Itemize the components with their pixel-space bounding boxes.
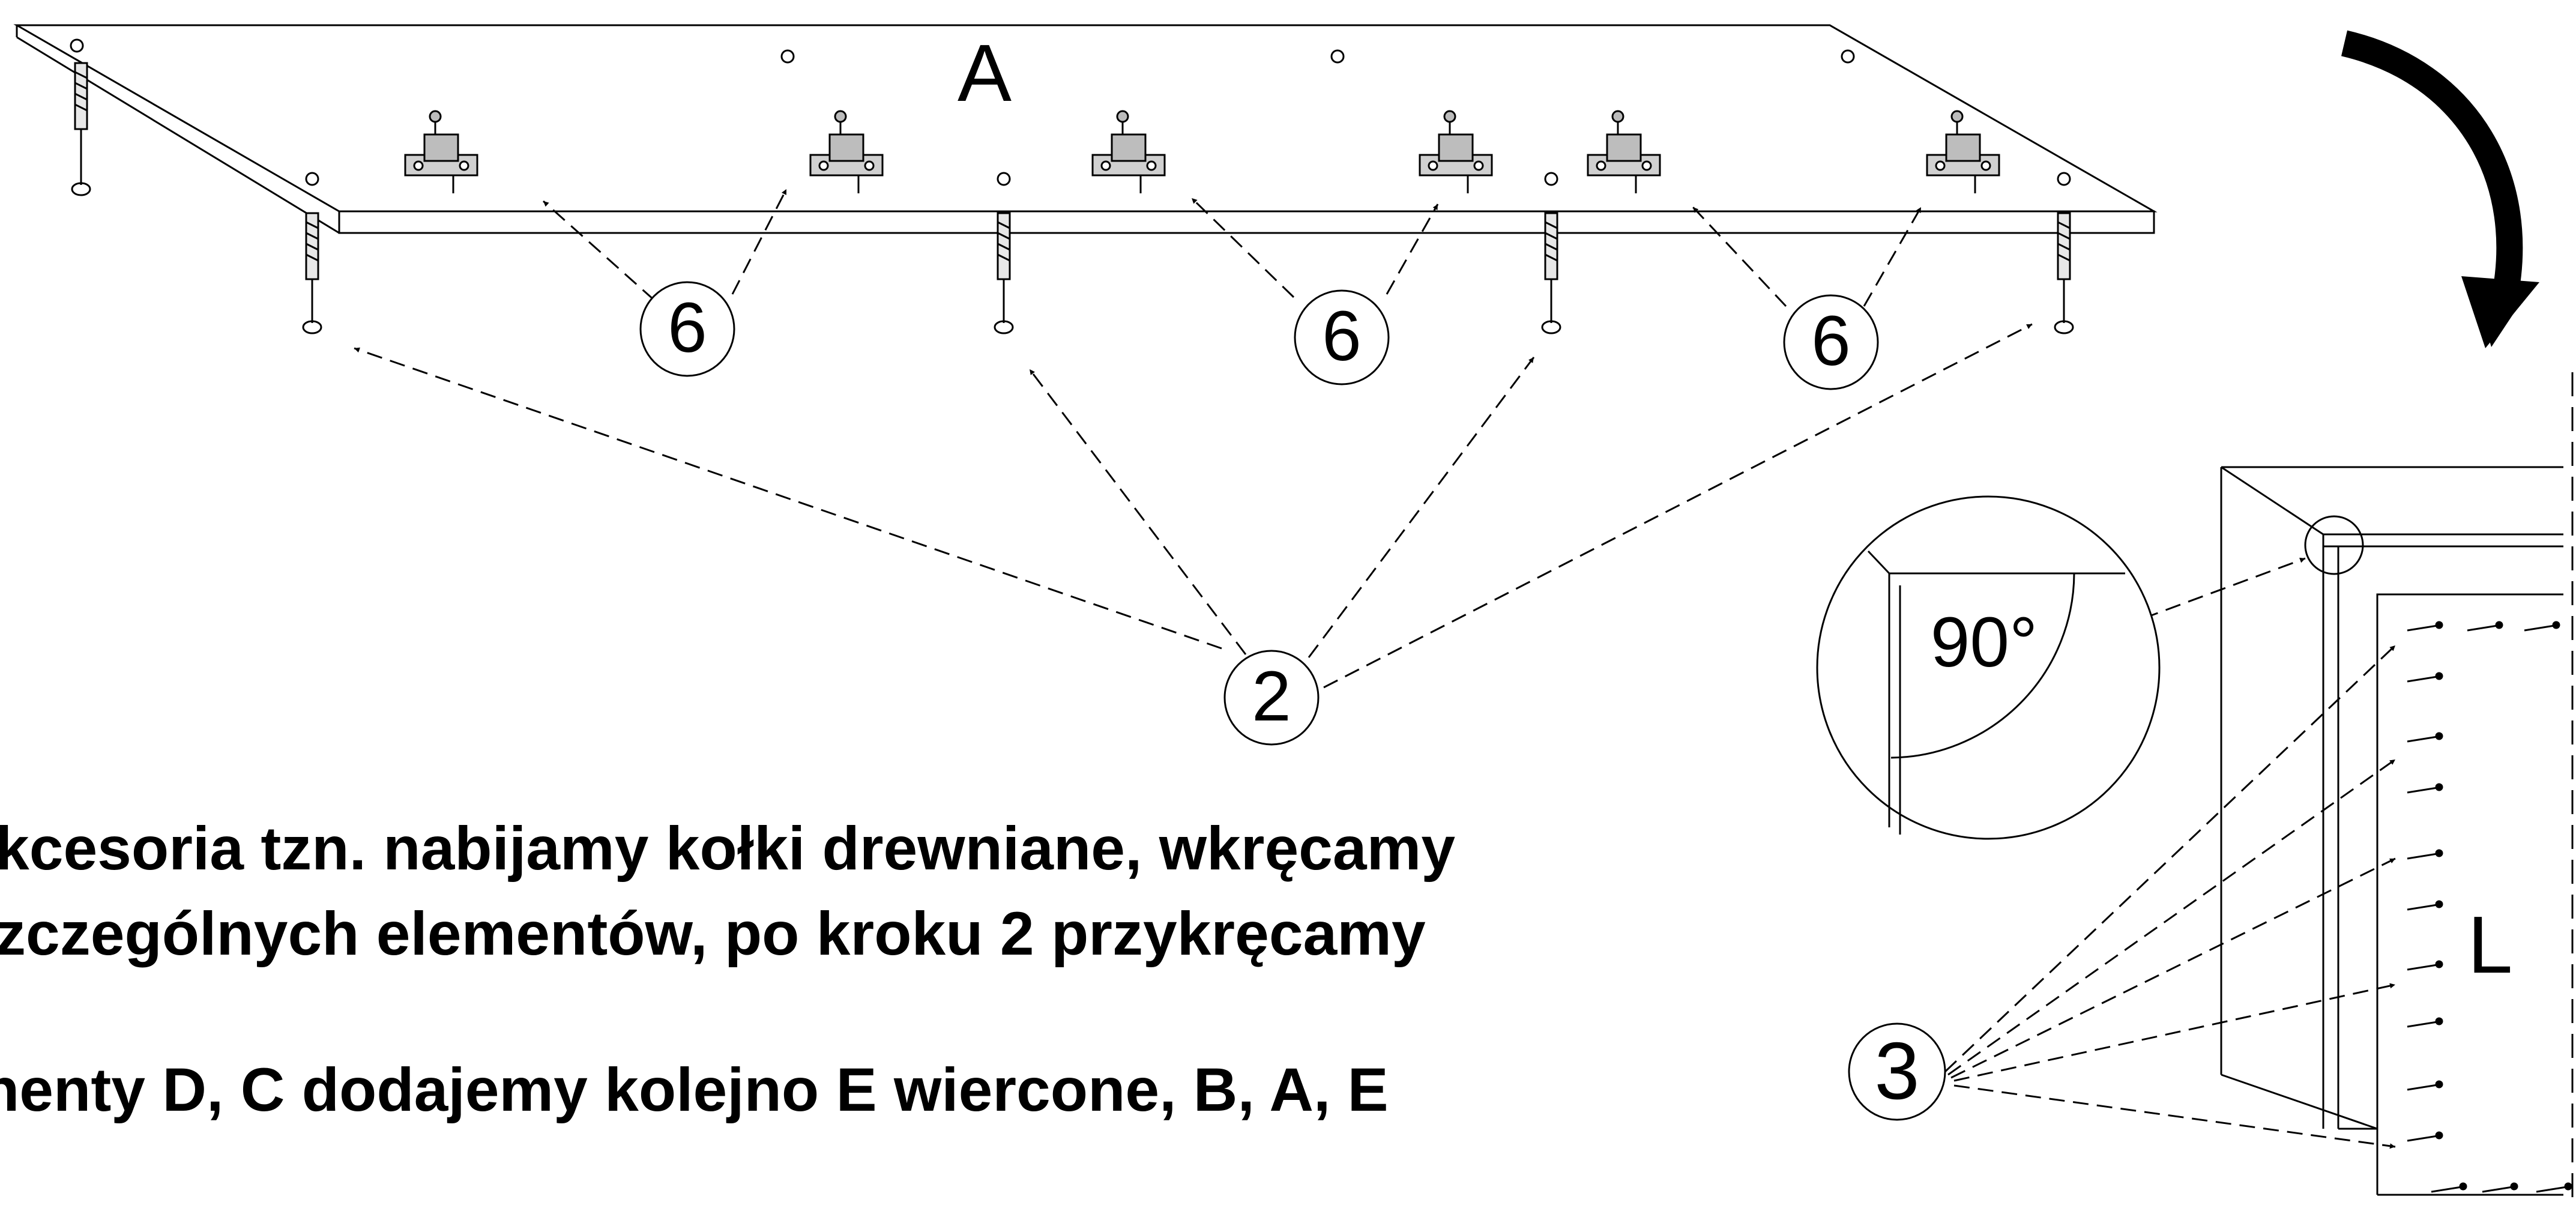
callout-label: 2 — [1252, 657, 1291, 736]
panel-l-label: L — [2467, 899, 2512, 990]
leader-line — [354, 347, 1222, 650]
leader-line — [1863, 207, 1922, 307]
dowels — [71, 62, 2074, 334]
angle-label: 90° — [1931, 603, 2038, 682]
panel-a-front-edge — [338, 210, 2155, 234]
rotate-arrow-icon — [2341, 30, 2539, 348]
screw — [2407, 849, 2443, 860]
callout-three: 3 — [1848, 1022, 1946, 1121]
leader-line — [1950, 857, 2396, 1079]
hole — [997, 172, 1011, 186]
callout-two: 2 — [1223, 650, 1320, 746]
leader-line — [543, 200, 655, 301]
leader-line — [1692, 206, 1787, 307]
screw — [2407, 621, 2443, 632]
hinge-plate — [1587, 110, 1661, 193]
hinge-plate — [404, 110, 478, 193]
callout-label: 6 — [1322, 297, 1362, 376]
dowel — [2054, 212, 2074, 334]
hinge-plates — [404, 110, 2000, 193]
leader-line — [731, 189, 788, 295]
callout-six-1: 6 — [639, 281, 735, 377]
leader-line — [1308, 357, 1535, 658]
screws — [2407, 621, 2572, 1193]
dowel — [302, 212, 322, 334]
leader-line — [1953, 983, 2396, 1082]
instruction-line-1: kcesoria tzn. nabijamy kołki drewniane, … — [0, 814, 1456, 883]
callout-label: 6 — [1811, 301, 1851, 381]
side-panel-l — [2220, 466, 2563, 1196]
leader-line — [1190, 197, 1295, 298]
screw — [2407, 960, 2443, 971]
dowel — [71, 62, 91, 196]
leader-line — [1947, 758, 2396, 1076]
callout-six-3: 6 — [1783, 294, 1879, 390]
screw — [2536, 1182, 2572, 1193]
leader-line — [1323, 323, 2033, 689]
hole — [1544, 172, 1558, 186]
screw — [2431, 1182, 2467, 1193]
hole — [70, 38, 84, 53]
panel-l-top-edge — [2221, 466, 2563, 536]
hinge-plate — [1926, 110, 2000, 193]
hole — [1841, 49, 1855, 64]
screw — [2482, 1182, 2518, 1193]
corner-highlight — [2304, 515, 2364, 575]
screw — [2407, 1017, 2443, 1028]
hinge-plate — [1419, 110, 1493, 193]
hinge-plate — [809, 110, 884, 193]
hole — [2057, 172, 2071, 186]
panel-a-top-face — [13, 24, 2158, 213]
leader-line — [2143, 557, 2306, 620]
leader-line — [1944, 644, 2397, 1073]
screw — [2407, 783, 2443, 794]
leaders-two — [354, 323, 2033, 689]
instruction-line-3: nenty D, C dodajemy kolejno E wiercone, … — [0, 1055, 1389, 1124]
screw — [2407, 1131, 2443, 1142]
leader-line — [1028, 369, 1247, 655]
screw — [2407, 900, 2443, 911]
callout-label: 3 — [1874, 1025, 1919, 1116]
screw — [2467, 621, 2503, 632]
panel-a-holes — [70, 38, 2071, 186]
panel-a — [13, 24, 2158, 234]
callout-label: 6 — [668, 288, 707, 367]
leaders-three — [1944, 644, 2397, 1149]
screw — [2407, 732, 2443, 743]
leader-line — [1953, 1084, 2396, 1149]
callout-six-2: 6 — [1294, 289, 1390, 385]
angle-detail: 90° — [1816, 495, 2161, 840]
hole — [1330, 49, 1345, 64]
screw — [2407, 1080, 2443, 1091]
dowel — [1541, 212, 1561, 334]
leaders-six — [543, 189, 1922, 307]
dowel — [994, 212, 1014, 334]
leader-line — [1386, 204, 1439, 295]
hole — [305, 172, 319, 186]
screw — [2524, 621, 2560, 632]
panel-a-label: A — [958, 28, 1012, 118]
screw — [2407, 672, 2443, 683]
instruction-line-2: zczególnych elementów, po kroku 2 przykr… — [0, 899, 1426, 968]
hole — [780, 49, 795, 64]
hinge-plate — [1091, 110, 1166, 193]
